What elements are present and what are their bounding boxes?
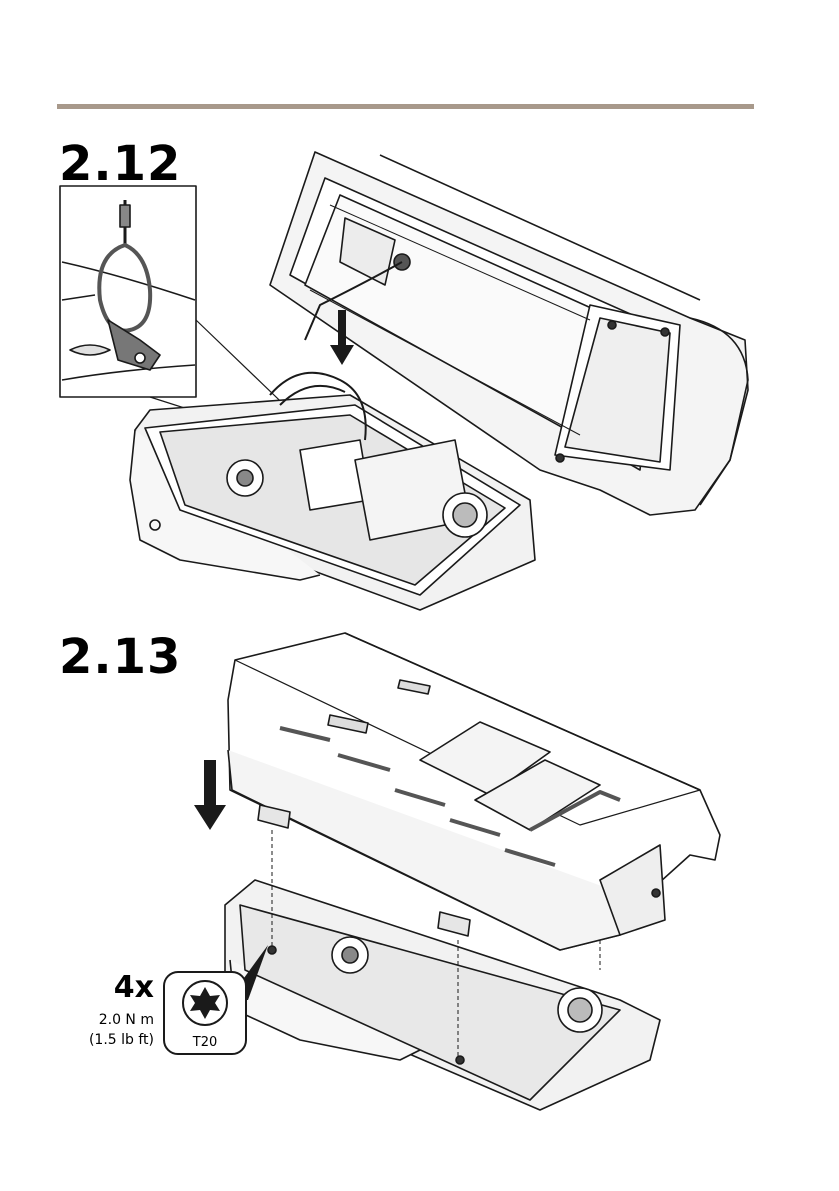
bit-label: T20 <box>178 1035 232 1050</box>
screw-quantity: 4x <box>80 970 154 1005</box>
torque-metric: 2.0 N m <box>50 1012 154 1028</box>
step-2-13-illustration <box>164 633 720 1110</box>
down-arrow-icon-2 <box>194 760 226 830</box>
torque-imperial: (1.5 lb ft) <box>50 1032 154 1048</box>
carabiner-detail-inset <box>60 186 196 397</box>
step-2-12-illustration <box>60 152 748 610</box>
